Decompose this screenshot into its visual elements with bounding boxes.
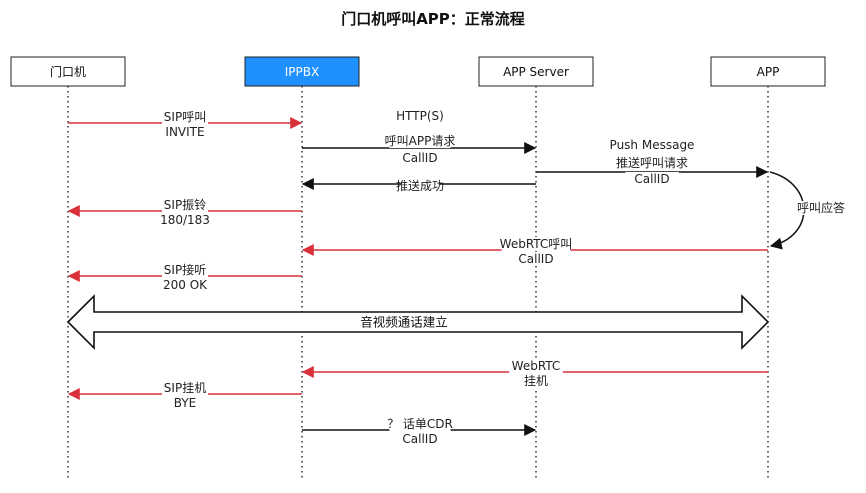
label-background xyxy=(602,138,702,152)
label-background xyxy=(389,417,451,431)
label-background xyxy=(509,252,563,266)
label-background xyxy=(524,374,548,388)
message-label: SIP振铃 xyxy=(164,197,206,212)
label-background xyxy=(158,278,212,292)
message-label: CallID xyxy=(402,432,437,446)
self-call-label: 呼叫应答 xyxy=(797,200,845,215)
label-background xyxy=(625,156,679,170)
message-label: BYE xyxy=(174,396,197,410)
participant-server: APP Server xyxy=(478,56,594,87)
message-label: CallID xyxy=(634,172,669,186)
label-background xyxy=(625,172,679,186)
label-background xyxy=(169,396,201,410)
participant-boxes: 门口机 IPPBX APP Server APP xyxy=(10,56,826,87)
media-layer: 音视频通话建立 xyxy=(66,294,770,350)
message-push-success: 推送成功 xyxy=(301,178,536,193)
participant-box xyxy=(10,56,126,87)
label-background xyxy=(509,359,563,373)
participant-box xyxy=(244,56,360,87)
participant-ippbx: IPPBX xyxy=(244,56,360,87)
label-background xyxy=(389,109,451,123)
message-label: 180/183 xyxy=(160,213,210,227)
media-label: 音视频通话建立 xyxy=(360,315,448,330)
participant-label: APP Server xyxy=(503,65,569,79)
message-label: SIP接听 xyxy=(164,262,206,277)
label-background xyxy=(162,381,208,395)
message-label: SIP挂机 xyxy=(164,381,206,395)
participant-label: APP xyxy=(757,65,780,79)
participant-box xyxy=(478,56,594,87)
participant-box xyxy=(710,56,826,87)
label-background xyxy=(501,237,571,251)
label-background xyxy=(400,179,440,193)
message-label: INVITE xyxy=(165,125,204,139)
label-background xyxy=(393,432,447,446)
message-label: CallID xyxy=(402,151,437,165)
label-background xyxy=(393,151,447,165)
label-background xyxy=(162,110,208,124)
message-label: WebRTC xyxy=(512,359,561,373)
diagram-title: 门口机呼叫APP：正常流程 xyxy=(341,10,525,28)
label-background xyxy=(795,201,857,215)
message-label: SIP呼叫 xyxy=(164,110,206,124)
self-call-app-answer: 呼叫应答 xyxy=(769,171,857,250)
label-background xyxy=(158,125,212,139)
message-label: HTTP(S) xyxy=(396,109,444,123)
message-label: ？ 话单CDR xyxy=(387,417,453,431)
message-label: 挂机 xyxy=(524,374,548,388)
participant-door: 门口机 xyxy=(10,56,126,87)
participant-label: 门口机 xyxy=(50,64,86,79)
message-push-message: Push Message 推送呼叫请求 CallID xyxy=(536,138,769,186)
participant-app: APP xyxy=(710,56,826,87)
message-label: 推送呼叫请求 xyxy=(616,155,688,170)
message-label: 200 OK xyxy=(163,278,208,292)
message-label: CallID xyxy=(518,252,553,266)
label-background xyxy=(389,134,451,148)
message-http-request: HTTP(S) 呼叫APP请求 CallID xyxy=(302,109,537,165)
message-label: 呼叫APP请求 xyxy=(385,134,456,148)
label-background xyxy=(154,213,216,227)
label-background xyxy=(162,198,208,212)
media-arrow xyxy=(66,294,770,350)
label-background xyxy=(162,263,208,277)
participant-label: IPPBX xyxy=(285,65,319,79)
message-label: Push Message xyxy=(610,138,695,152)
message-label: WebRTC呼叫 xyxy=(500,237,573,251)
message-label: 推送成功 xyxy=(396,178,444,193)
